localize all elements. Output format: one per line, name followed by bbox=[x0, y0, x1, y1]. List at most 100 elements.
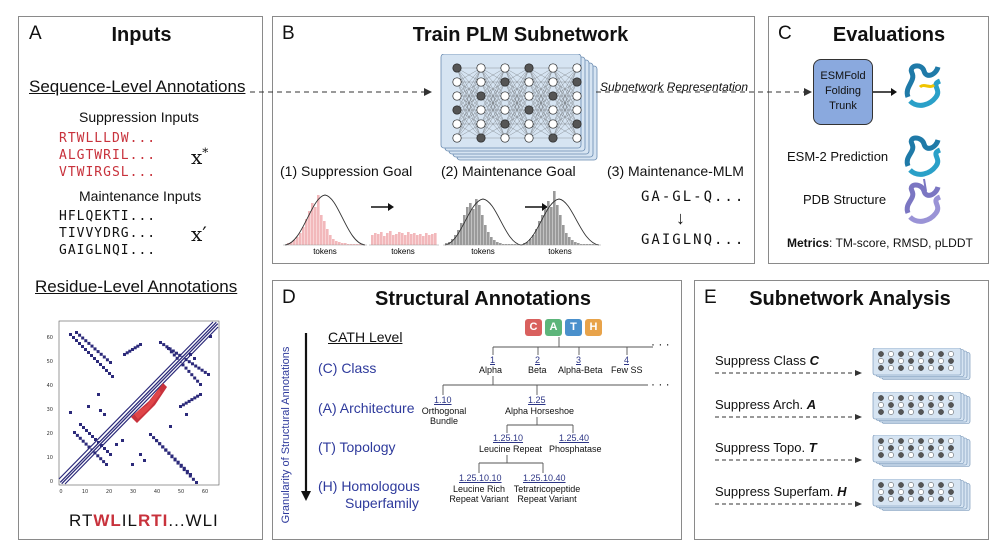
pdb-structure-label: PDB Structure bbox=[803, 192, 887, 207]
suppress-row-level: C bbox=[809, 353, 820, 368]
histogram-bar bbox=[508, 244, 511, 245]
cath-class-name: Alpha bbox=[479, 365, 503, 375]
suppress-row-text: Suppress Topo. bbox=[715, 440, 809, 455]
cath-class-number[interactable]: 1 bbox=[490, 355, 496, 365]
chip-node bbox=[948, 452, 954, 458]
chip-node bbox=[878, 438, 884, 444]
cath-arch-number[interactable]: 1.25 bbox=[528, 395, 546, 405]
cath-homo-number[interactable]: 1.25.10.10 bbox=[459, 473, 502, 483]
histogram-bar bbox=[553, 191, 556, 245]
metrics-label: Metrics bbox=[787, 236, 830, 250]
contact-dot bbox=[99, 409, 102, 412]
mlm-masked-sequence: GA-GL-Q... bbox=[641, 189, 746, 205]
contact-dot bbox=[194, 364, 198, 368]
contact-dot bbox=[109, 361, 112, 364]
esmfold-box: ESMFold Folding Trunk bbox=[813, 59, 873, 125]
contact-dot bbox=[96, 350, 100, 354]
metrics-values: : TM-score, RMSD, pLDDT bbox=[829, 236, 973, 250]
panel-title: Train PLM Subnetwork bbox=[412, 24, 629, 46]
residue-seq-part: IL bbox=[121, 511, 138, 530]
chip-node bbox=[908, 438, 914, 444]
panel-inputs: A Inputs Sequence-Level Annotations Supp… bbox=[18, 16, 263, 540]
network-node bbox=[548, 133, 558, 143]
axis-tick-label: 50 bbox=[47, 359, 53, 365]
cath-topo-number[interactable]: 1.25.40 bbox=[559, 433, 590, 443]
chip-node bbox=[888, 395, 894, 401]
plm-network-icon bbox=[440, 54, 598, 161]
contact-dot bbox=[105, 463, 108, 466]
histogram-bar bbox=[296, 237, 299, 245]
histogram-bar bbox=[410, 234, 413, 245]
histogram-bar bbox=[586, 244, 589, 245]
chip-node bbox=[898, 358, 904, 364]
network-node bbox=[500, 119, 510, 129]
panel-letter: C bbox=[778, 23, 792, 44]
network-node bbox=[452, 91, 462, 101]
chip-node bbox=[898, 489, 904, 495]
subnetwork-chip bbox=[872, 435, 971, 467]
cath-arch-number[interactable]: 1.10 bbox=[434, 395, 452, 405]
chip-node bbox=[938, 445, 944, 451]
network-node bbox=[476, 77, 486, 87]
contact-dot bbox=[193, 376, 197, 380]
histogram-bar bbox=[317, 195, 320, 245]
chip-node bbox=[908, 489, 914, 495]
chip-node bbox=[888, 365, 894, 371]
network-node bbox=[524, 91, 534, 101]
histogram-bar bbox=[416, 235, 419, 245]
cath-level-heading: CATH Level bbox=[328, 329, 403, 345]
subnetwork-chip bbox=[872, 348, 971, 380]
protein-structure-icon bbox=[904, 135, 942, 177]
histogram-bar bbox=[290, 242, 293, 245]
contact-dot bbox=[172, 353, 176, 357]
network-node bbox=[452, 77, 462, 87]
contact-dot bbox=[203, 370, 207, 374]
contact-dot bbox=[171, 349, 175, 353]
network-node bbox=[452, 105, 462, 115]
cath-class-number[interactable]: 2 bbox=[535, 355, 541, 365]
contact-dot bbox=[82, 426, 85, 429]
histogram-bar bbox=[389, 231, 392, 245]
chip-node bbox=[918, 402, 924, 408]
suppression-goal-histograms: tokens tokens bbox=[283, 194, 439, 256]
axis-tick-label: 0 bbox=[50, 479, 53, 485]
mlm-full-sequence: GAIGLNQ... bbox=[641, 232, 746, 248]
x-star-label: x* bbox=[191, 145, 209, 169]
cath-homo-number[interactable]: 1.25.10.40 bbox=[523, 473, 566, 483]
cath-level-class: (C) Class bbox=[318, 360, 377, 376]
cath-class-number[interactable]: 4 bbox=[624, 355, 630, 365]
chip-node bbox=[898, 365, 904, 371]
chip-node bbox=[878, 358, 884, 364]
network-node bbox=[548, 119, 558, 129]
contact-dot bbox=[131, 348, 134, 351]
cath-class-number[interactable]: 3 bbox=[576, 355, 582, 365]
chip-node bbox=[888, 489, 894, 495]
cath-topo-number[interactable]: 1.25.10 bbox=[493, 433, 524, 443]
suppress-row-label: Suppress Topo. T bbox=[715, 440, 817, 455]
chip-node bbox=[878, 365, 884, 371]
contact-dot bbox=[121, 439, 124, 442]
contact-dot bbox=[115, 443, 118, 446]
panel-title: Structural Annotations bbox=[375, 288, 591, 310]
histogram-bar bbox=[478, 205, 481, 245]
histogram-bar bbox=[472, 209, 475, 245]
histogram-bar bbox=[341, 243, 344, 245]
cath-homo-name: Tetratricopeptide Repeat Variant bbox=[513, 484, 581, 504]
contact-dot bbox=[85, 429, 88, 432]
histogram-bar bbox=[499, 243, 502, 245]
residue-level-heading: Residue-Level Annotations bbox=[35, 277, 238, 296]
contact-dot bbox=[75, 331, 78, 334]
contact-dot bbox=[149, 433, 152, 436]
contact-dot bbox=[96, 454, 100, 458]
network-node bbox=[500, 91, 510, 101]
histogram-bar bbox=[535, 229, 538, 245]
histogram-bar bbox=[401, 233, 404, 245]
suppression-seq: RTWLLLDW... bbox=[59, 131, 157, 146]
chip-layer bbox=[872, 435, 962, 463]
network-node bbox=[452, 63, 462, 73]
contact-dot bbox=[179, 405, 182, 408]
histogram-bar bbox=[311, 203, 314, 245]
chip-node bbox=[948, 365, 954, 371]
chip-node bbox=[928, 496, 934, 502]
chip-node bbox=[918, 445, 924, 451]
